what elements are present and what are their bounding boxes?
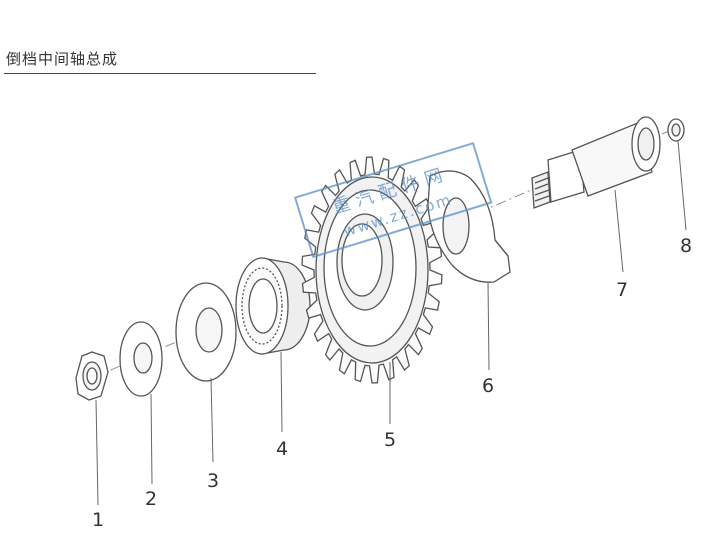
hex-nut [75, 351, 109, 401]
small-washer [119, 321, 163, 397]
title-underline [4, 73, 316, 74]
part-number-4: 4 [276, 438, 288, 460]
thrust-plate [427, 170, 511, 283]
part-number-7: 7 [616, 279, 628, 301]
part-number-8: 8 [680, 235, 692, 257]
diagram-title: 倒档中间轴总成 [6, 50, 119, 68]
idler-shaft [531, 116, 661, 209]
part-number-6: 6 [482, 375, 494, 397]
large-washer [175, 282, 237, 382]
part-number-1: 1 [92, 509, 104, 531]
reverse-idler-gear [301, 156, 443, 384]
part-number-2: 2 [145, 488, 157, 510]
leader-lines [95, 140, 687, 506]
part-number-5: 5 [384, 429, 396, 451]
part-number-3: 3 [207, 470, 219, 492]
needle-bearing [235, 257, 311, 355]
plug [667, 118, 685, 142]
part-numbers: 1 2 3 4 5 6 7 8 [92, 235, 692, 531]
